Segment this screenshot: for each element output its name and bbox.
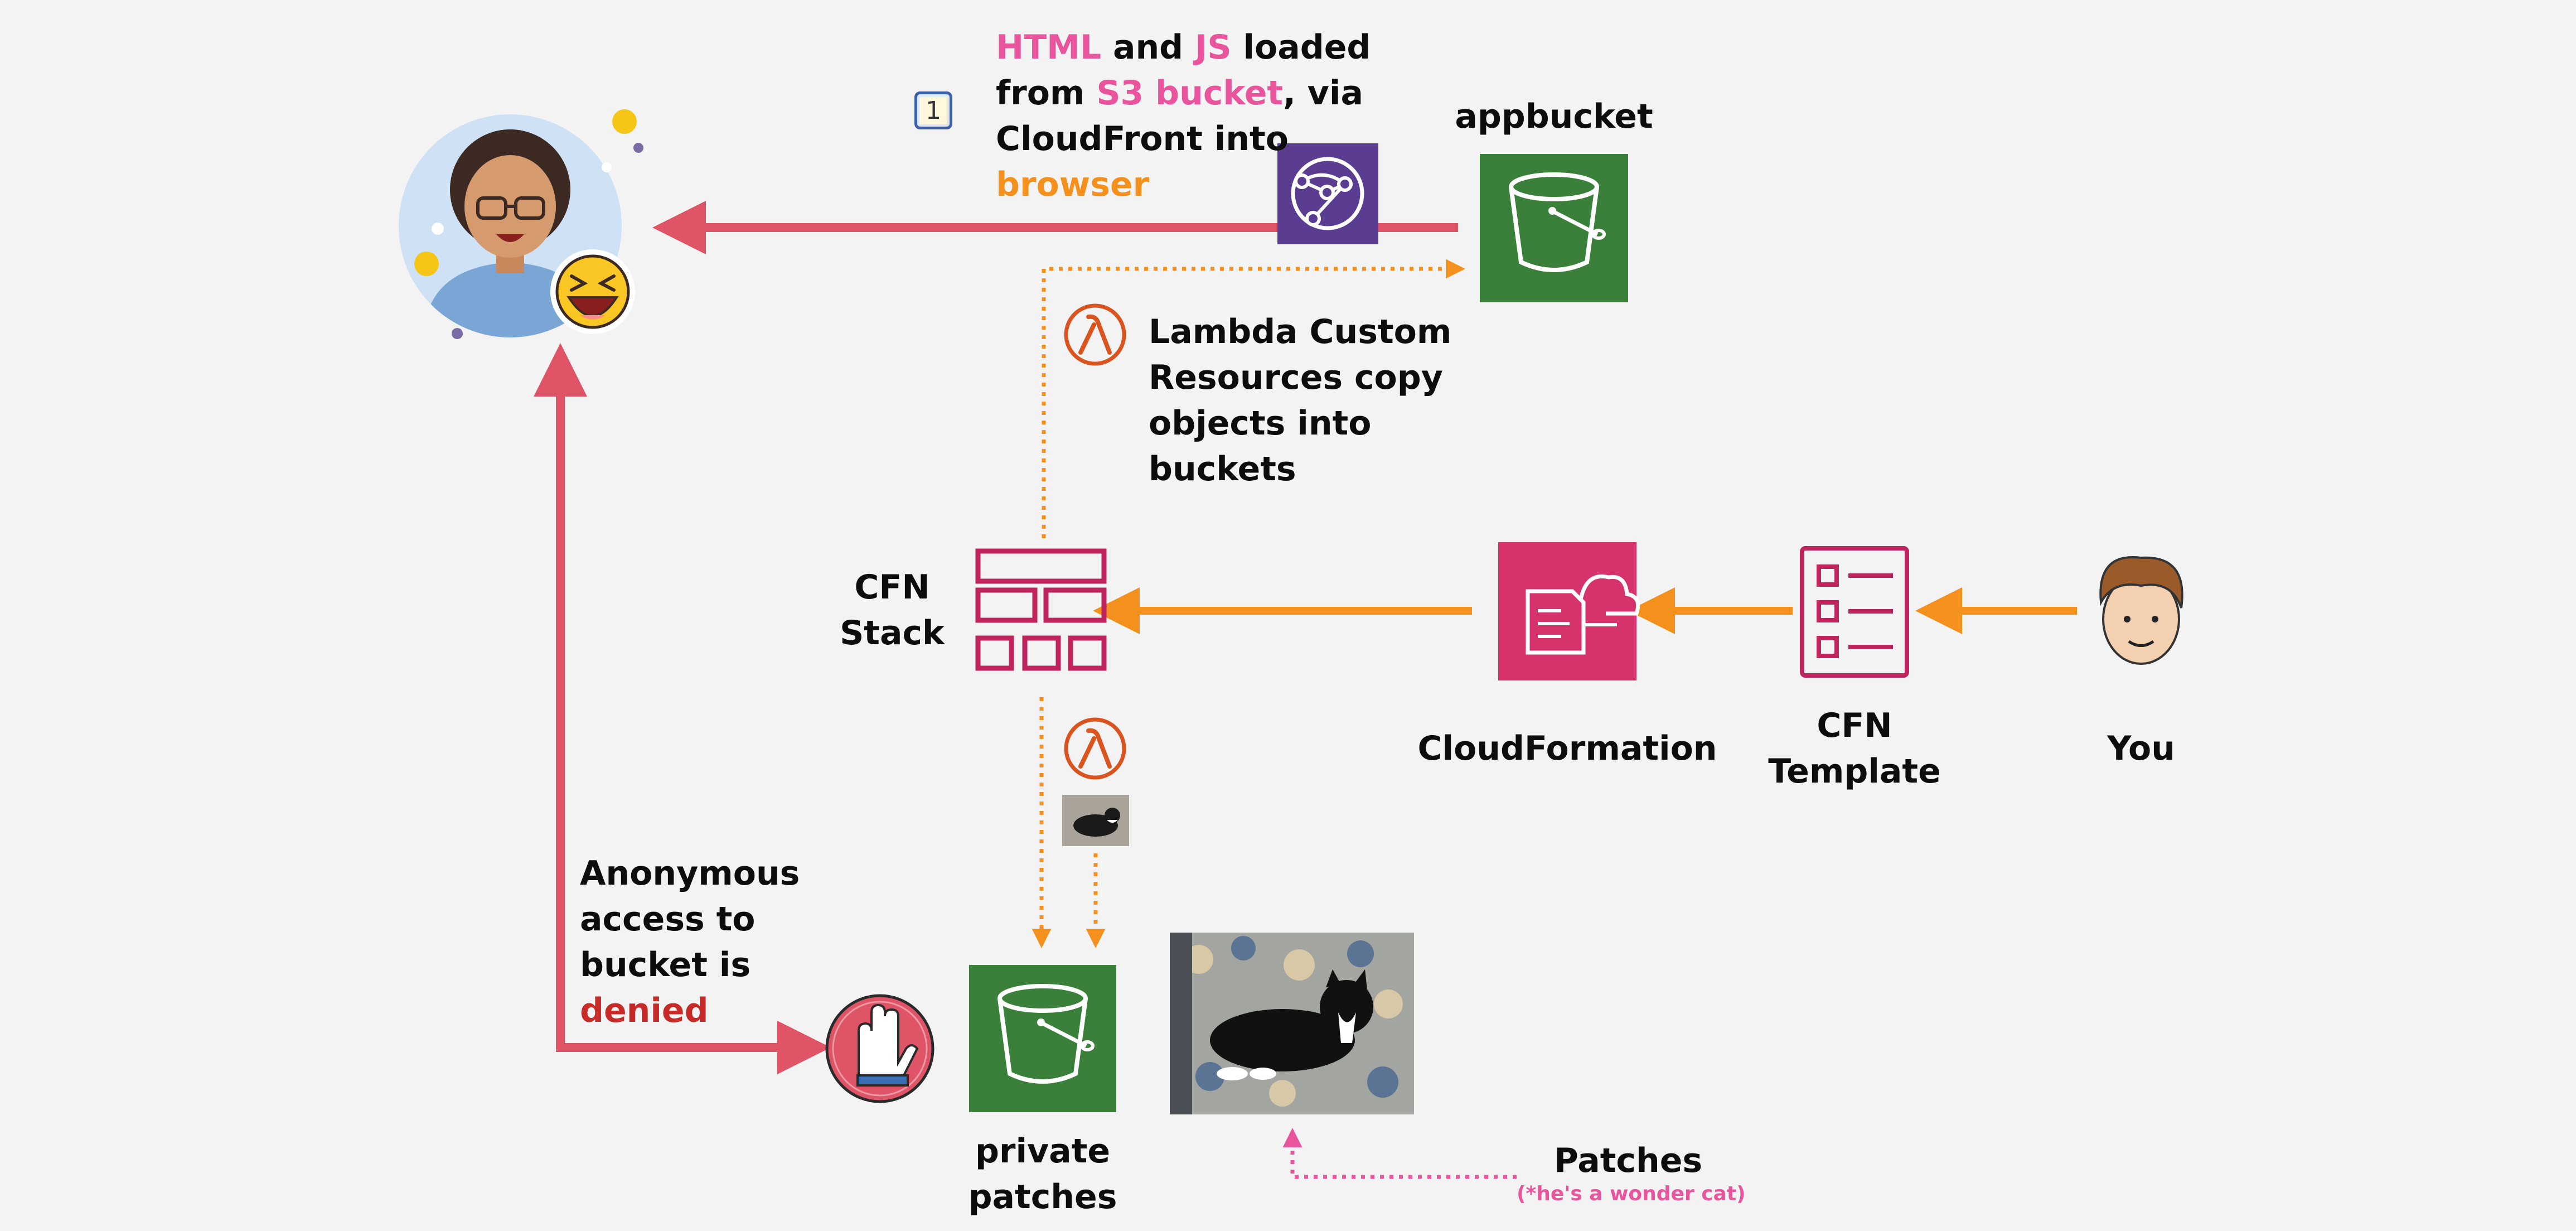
cfn-template-line-2: Template [1768, 752, 1941, 791]
laughing-emoji-icon [550, 249, 635, 334]
cfn-stack-line-2: Stack [840, 614, 945, 653]
private-patches-line-2: patches [968, 1177, 1117, 1216]
private-patches-label: private patches [931, 1128, 1154, 1220]
cat-photo [1170, 933, 1414, 1114]
cfn-template-icon [1800, 546, 1909, 678]
cloudformation-label: CloudFormation [1417, 729, 1717, 768]
header-line-4: browser [996, 165, 1150, 204]
loaded-text: loaded [1231, 28, 1371, 67]
patches-note: (*he's a wonder cat) [1517, 1182, 1746, 1205]
header-line-3: CloudFront into [996, 119, 1289, 158]
s3-bucket-text: S3 bucket [1096, 74, 1284, 113]
html-text: HTML [996, 28, 1102, 67]
patches-label: Patches [1553, 1141, 1703, 1180]
anonymous-access-text: Anonymous access to bucket is denied [580, 851, 800, 1034]
cfn-template-label: CFN Template [1743, 703, 1966, 794]
private-patches-s3-icon [969, 965, 1116, 1112]
lambda-icon-lower [1064, 717, 1126, 780]
lambda-custom-resources-text: Lambda Custom Resources copy objects int… [1149, 309, 1451, 492]
cfn-stack-label: CFN Stack [808, 564, 976, 656]
and-text: and [1101, 28, 1195, 67]
header-caption: HTML and JS loaded from S3 bucket, via C… [996, 25, 1371, 207]
header-line-2: from S3 bucket, via [996, 70, 1371, 116]
step-number-badge: 1 [914, 91, 952, 129]
cfn-template-line-1: CFN [1817, 706, 1892, 745]
anonymous-line-1: Anonymous [580, 854, 800, 893]
private-patches-line-1: private [975, 1132, 1111, 1171]
you-label: You [2107, 729, 2175, 768]
you-avatar [2091, 556, 2191, 665]
via-text: , via [1283, 74, 1363, 113]
cloudformation-icon [1498, 542, 1640, 680]
from-text: from [996, 74, 1097, 113]
appbucket-s3-icon [1480, 154, 1628, 302]
dotted-patches-to-photo [1282, 1128, 1517, 1179]
anonymous-line-2: access to [580, 900, 756, 939]
deny-hand-icon [825, 994, 934, 1103]
cfn-stack-icon [975, 548, 1107, 671]
appbucket-label: appbucket [1455, 97, 1653, 136]
lambda-text-line-4: buckets [1149, 450, 1296, 489]
user-avatar [399, 109, 643, 339]
dotted-stack-to-appbucket [1042, 259, 1465, 538]
anonymous-line-3: bucket is [580, 945, 751, 984]
lambda-icon-upper [1064, 303, 1126, 366]
js-text: JS [1195, 28, 1232, 67]
cloudfront-icon [1277, 143, 1378, 244]
cat-thumbnail [1062, 795, 1129, 846]
cfn-stack-line-1: CFN [854, 568, 930, 607]
lambda-text-line-2: Resources copy [1149, 358, 1443, 397]
lambda-text-line-3: objects into [1149, 404, 1372, 443]
denied-text: denied [580, 991, 709, 1030]
lambda-text-line-1: Lambda Custom [1149, 312, 1452, 351]
header-line-1: HTML and JS loaded [996, 25, 1371, 70]
